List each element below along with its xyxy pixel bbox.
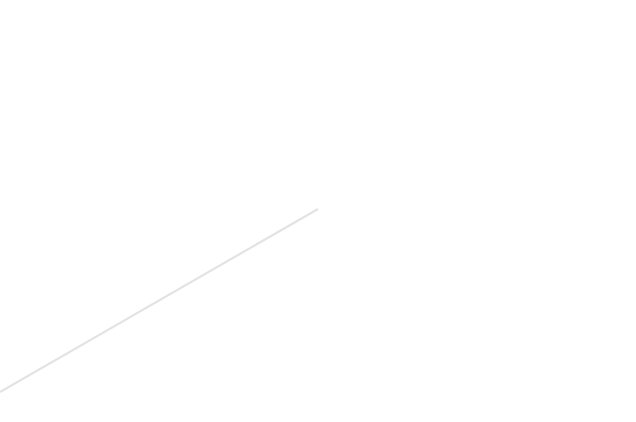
diagonal-divider-line [0,208,319,393]
